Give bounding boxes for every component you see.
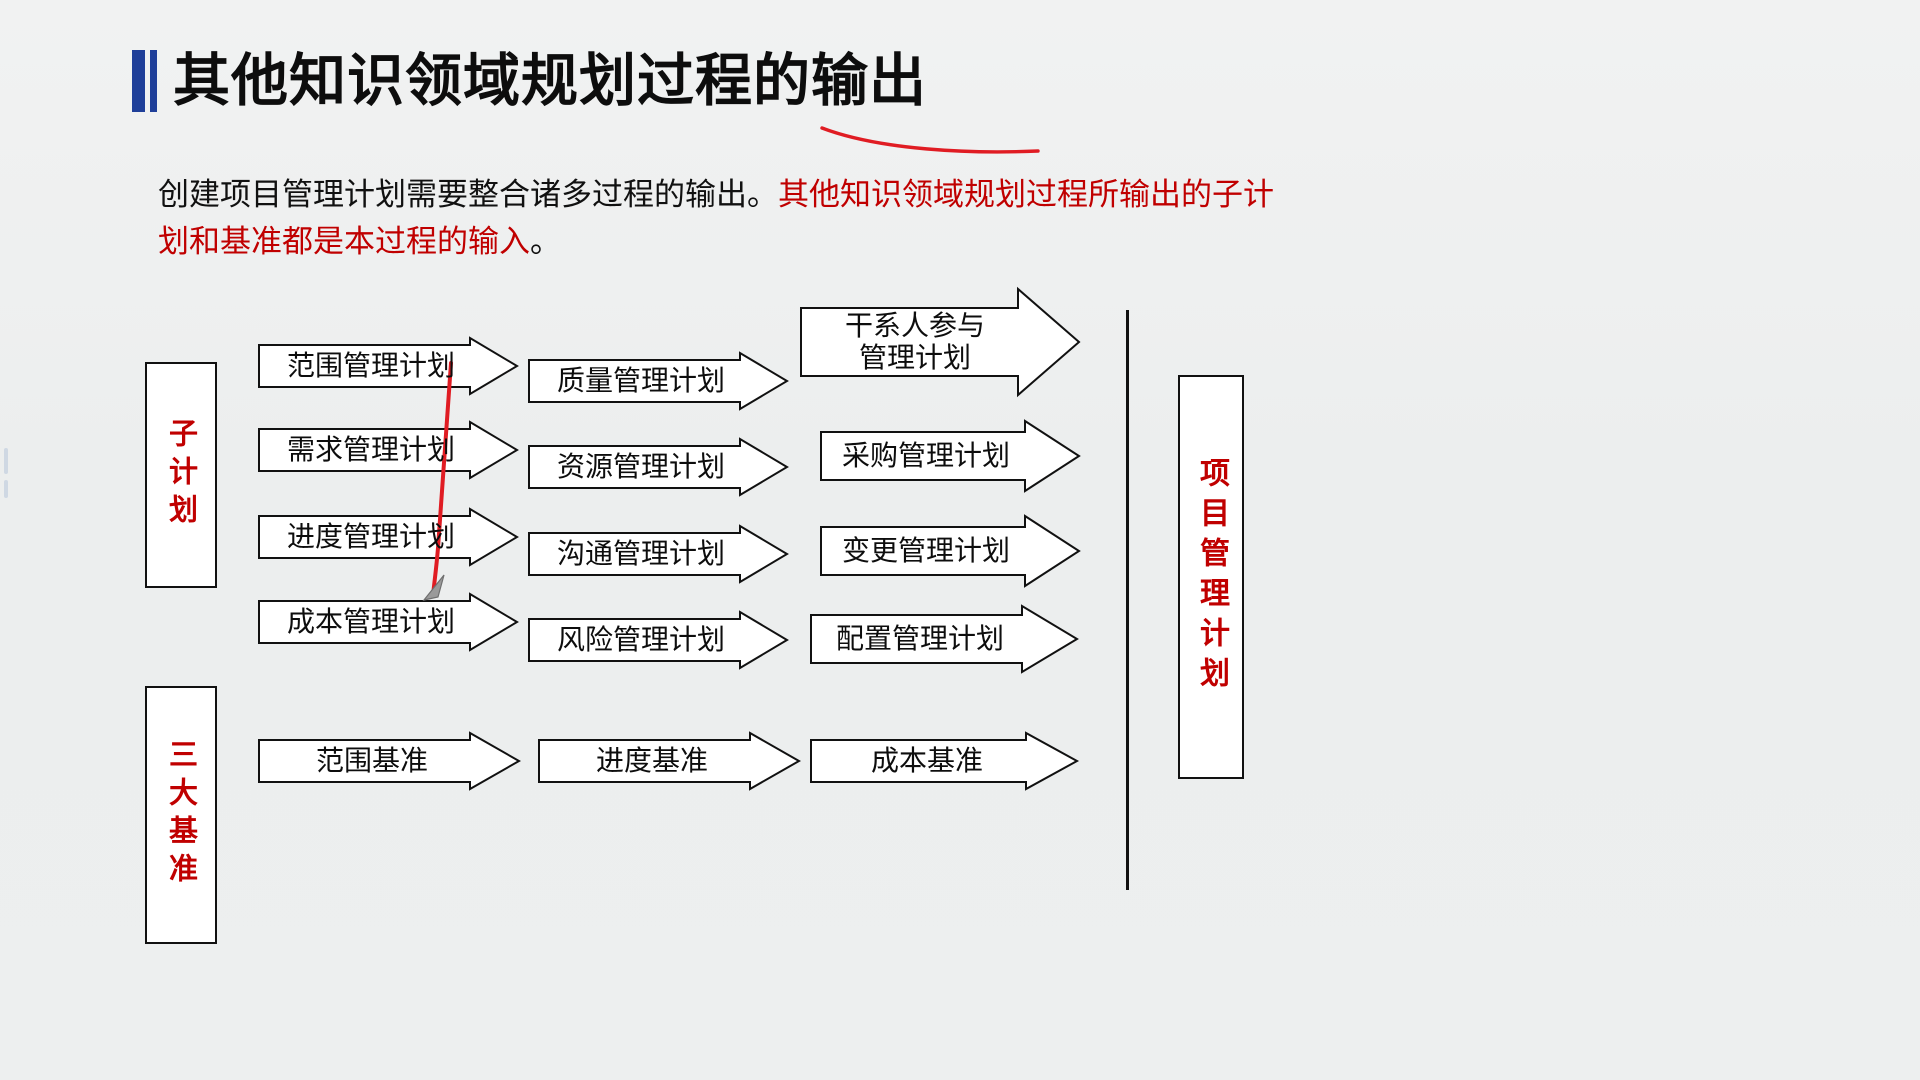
arrow-label: 资源管理计划 [556,449,725,483]
arrow-stakeholder-engagement-plan: 干系人参与 管理计划 [800,286,1081,398]
arrow-label: 采购管理计划 [841,438,1010,472]
paragraph-red-text: 其他知识领域规划过程所输出的子计划和基准都是本过程的输入 [158,177,1274,260]
arrow-shape [538,731,802,791]
arrow-label: 风险管理计划 [556,622,725,656]
edge-tick-upper [4,448,8,474]
arrow-shape [820,514,1081,588]
arrow-configuration-management-plan: 配置管理计划 [810,604,1079,674]
arrow-label: 变更管理计划 [841,533,1010,567]
output-box-text: 项目管理计划 [1194,457,1229,697]
output-box-project-management-plan: 项目管理计划 [1178,375,1244,779]
label-box-subplans: 子计划 [145,362,217,588]
arrow-requirements-management-plan: 需求管理计划 [258,420,519,480]
arrow-shape [810,604,1079,674]
label-subplans-text: 子计划 [164,418,199,532]
page-title-text: 其他知识领域规划过程的输出 [173,47,927,114]
arrow-schedule-management-plan: 进度管理计划 [258,507,519,567]
arrow-shape [800,286,1081,398]
label-box-three-baselines: 三大基准 [145,686,217,944]
arrow-label: 干系人参与 管理计划 [844,308,985,374]
title-underline-annotation [820,126,1040,154]
arrow-shape [810,731,1080,791]
arrow-shape [528,524,789,584]
arrow-scope-management-plan: 范围管理计划 [258,336,519,396]
arrow-label: 配置管理计划 [835,621,1004,655]
diagram-divider-line [1126,310,1129,890]
arrow-label: 质量管理计划 [556,363,725,397]
arrow-label: 范围基准 [315,743,428,777]
arrow-shape [528,610,789,670]
arrow-label: 成本管理计划 [286,604,455,638]
paragraph-black-text: 创建项目管理计划需要整合诸多过程的输出。 [158,177,778,213]
arrow-resource-management-plan: 资源管理计划 [528,437,789,497]
arrow-shape [258,731,522,791]
arrow-shape [258,592,519,652]
arrow-risk-management-plan: 风险管理计划 [528,610,789,670]
arrow-communications-management-plan: 沟通管理计划 [528,524,789,584]
arrow-label: 进度基准 [595,743,708,777]
arrow-label: 范围管理计划 [286,348,455,382]
arrow-scope-baseline: 范围基准 [258,731,522,791]
arrow-change-management-plan: 变更管理计划 [820,514,1081,588]
arrow-cost-management-plan: 成本管理计划 [258,592,519,652]
arrow-schedule-baseline: 进度基准 [538,731,802,791]
paragraph-tail-text: 。 [530,223,561,260]
title-bar-icon [132,50,157,112]
arrow-label: 进度管理计划 [286,519,455,553]
arrow-label: 成本基准 [870,743,983,777]
body-paragraph: 创建项目管理计划需要整合诸多过程的输出。其他知识领域规划过程所输出的子计划和基准… [158,172,1278,265]
arrow-shape [528,437,789,497]
label-three-baselines-text: 三大基准 [164,739,199,891]
arrow-shape [820,419,1081,493]
arrow-quality-management-plan: 质量管理计划 [528,351,789,411]
arrow-shape [528,351,789,411]
process-diagram: 子计划 三大基准 项目管理计划 范围管理计划 需求管理计划 进度管理计划 成本管… [0,280,1920,944]
edge-tick-lower [4,480,8,498]
page-title: 其他知识领域规划过程的输出 [132,50,927,112]
arrow-label: 需求管理计划 [286,432,455,466]
arrow-cost-baseline: 成本基准 [810,731,1080,791]
arrow-procurement-management-plan: 采购管理计划 [820,419,1081,493]
arrow-label: 沟通管理计划 [556,536,725,570]
